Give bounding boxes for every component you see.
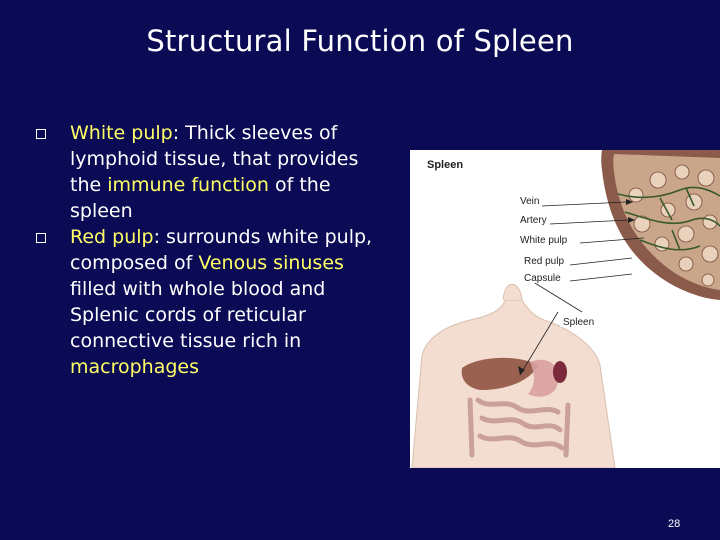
label-red-pulp: Red pulp	[524, 256, 564, 267]
arrow-artery	[628, 217, 635, 223]
label-bg	[516, 194, 542, 206]
label-bg	[516, 233, 580, 245]
highlight-immune-function: immune function	[107, 174, 269, 196]
label-bg	[520, 254, 570, 266]
text-segment: of the spleen	[70, 174, 331, 222]
bullet-text: Red pulp: surrounds white pulp, composed…	[70, 224, 386, 380]
text-segment: filled with whole blood and Splenic cord…	[70, 278, 326, 352]
page-number: 28	[668, 518, 681, 530]
label-vein: Vein	[520, 196, 539, 207]
bullet-red-pulp: Red pulp: surrounds white pulp, composed…	[36, 224, 386, 380]
bullet-white-pulp: White pulp: Thick sleeves of lymphoid ti…	[36, 120, 386, 224]
highlight-macrophages: macrophages	[70, 356, 200, 378]
bullet-box-icon	[36, 233, 46, 243]
bullet-text: White pulp: Thick sleeves of lymphoid ti…	[70, 120, 386, 224]
label-bg	[560, 314, 600, 327]
bullet-box-icon	[36, 129, 46, 139]
arrow-vein	[626, 199, 633, 205]
text-segment: : Thick sleeves of lymphoid tissue, that…	[70, 122, 359, 196]
label-capsule: Capsule	[524, 273, 561, 284]
leader-lines	[519, 201, 645, 376]
label-white-pulp: White pulp	[520, 235, 568, 246]
term-red-pulp: Red pulp	[70, 226, 154, 248]
arrow-spleen	[518, 366, 525, 375]
label-artery: Artery	[520, 215, 547, 226]
label-bg	[520, 271, 570, 283]
stomach-shape	[528, 359, 559, 397]
slide-title: Structural Function of Spleen	[146, 24, 574, 58]
label-spleen: Spleen	[563, 317, 594, 328]
label-bg	[516, 213, 550, 225]
figure-heading: Spleen	[427, 159, 463, 171]
term-white-pulp: White pulp	[70, 122, 173, 144]
spleen-diagram: Spleen	[411, 150, 720, 469]
intestines	[467, 397, 571, 458]
spleen-vessels	[617, 186, 720, 251]
bullet-list: White pulp: Thick sleeves of lymphoid ti…	[36, 120, 386, 380]
neck	[502, 283, 523, 301]
spleen-organ	[553, 361, 567, 383]
liver-shape	[461, 357, 538, 390]
text-segment: : surrounds white pulp, composed of	[70, 226, 373, 274]
spleen-anatomy-figure: Spleen	[410, 150, 720, 469]
highlight-venous-sinuses: Venous sinuses	[198, 252, 344, 274]
